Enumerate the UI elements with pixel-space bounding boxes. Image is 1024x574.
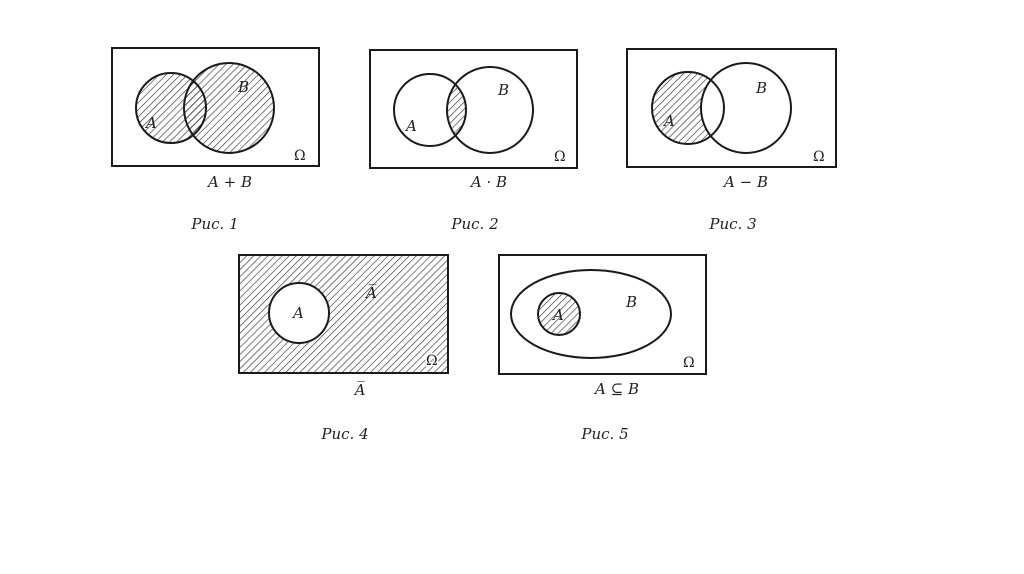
set-a-circle (268, 282, 330, 344)
set-a-label: A (144, 114, 157, 132)
figure-caption: Рис. 2 (450, 215, 498, 233)
set-a-label: A (551, 306, 564, 324)
universe-rect (238, 254, 449, 374)
difference-shaded (652, 72, 724, 144)
set-b-shaded (184, 63, 274, 153)
expression: A − B (722, 173, 768, 191)
figure-4-complement: A A̅ Ω A̅ Рис. 4 (238, 254, 449, 443)
figure-1-union: A B Ω A + B Рис. 1 (111, 47, 320, 233)
set-b-label: B (237, 78, 249, 96)
set-b-circle (183, 62, 275, 154)
set-b-ellipse (510, 269, 672, 359)
universe-label: Ω (294, 148, 306, 164)
figure-caption: Рис. 3 (708, 215, 756, 233)
universe-rect (626, 48, 837, 168)
set-b-circle (446, 66, 534, 154)
expression: A · B (469, 173, 507, 191)
set-b-label: B (625, 293, 637, 311)
set-b-label: B (497, 81, 509, 99)
set-a-circle (393, 73, 467, 147)
figure-3-difference: A B Ω A − B Рис. 3 (626, 48, 837, 233)
universe-label: Ω (554, 149, 566, 165)
set-a-circle (135, 72, 207, 144)
set-a-label: A (662, 112, 675, 130)
set-a-label: A (404, 117, 417, 135)
set-a-label: A (291, 304, 304, 322)
set-b-circle (700, 62, 792, 154)
expression: A + B (206, 173, 252, 191)
figure-caption: Рис. 4 (320, 425, 368, 443)
universe-rect (369, 49, 578, 169)
expression: A ⊆ B (593, 380, 639, 398)
complement-label: A̅ (364, 283, 377, 302)
expression: A̅ (353, 380, 366, 399)
universe-rect (498, 254, 707, 375)
universe-label: Ω (813, 149, 825, 165)
set-a-shaded (538, 293, 580, 335)
figure-caption: Рис. 5 (580, 425, 628, 443)
universe-label: Ω (683, 355, 695, 371)
figure-5-subset: A B Ω A ⊆ B Рис. 5 (498, 254, 707, 443)
universe-rect (111, 47, 320, 167)
set-a-circle (537, 292, 581, 336)
set-b-label: B (755, 79, 767, 97)
universe-label: Ω (426, 353, 438, 369)
figure-caption: Рис. 1 (190, 215, 238, 233)
figure-2-intersection: A B Ω A · B Рис. 2 (369, 49, 578, 233)
set-a-circle (651, 71, 725, 145)
